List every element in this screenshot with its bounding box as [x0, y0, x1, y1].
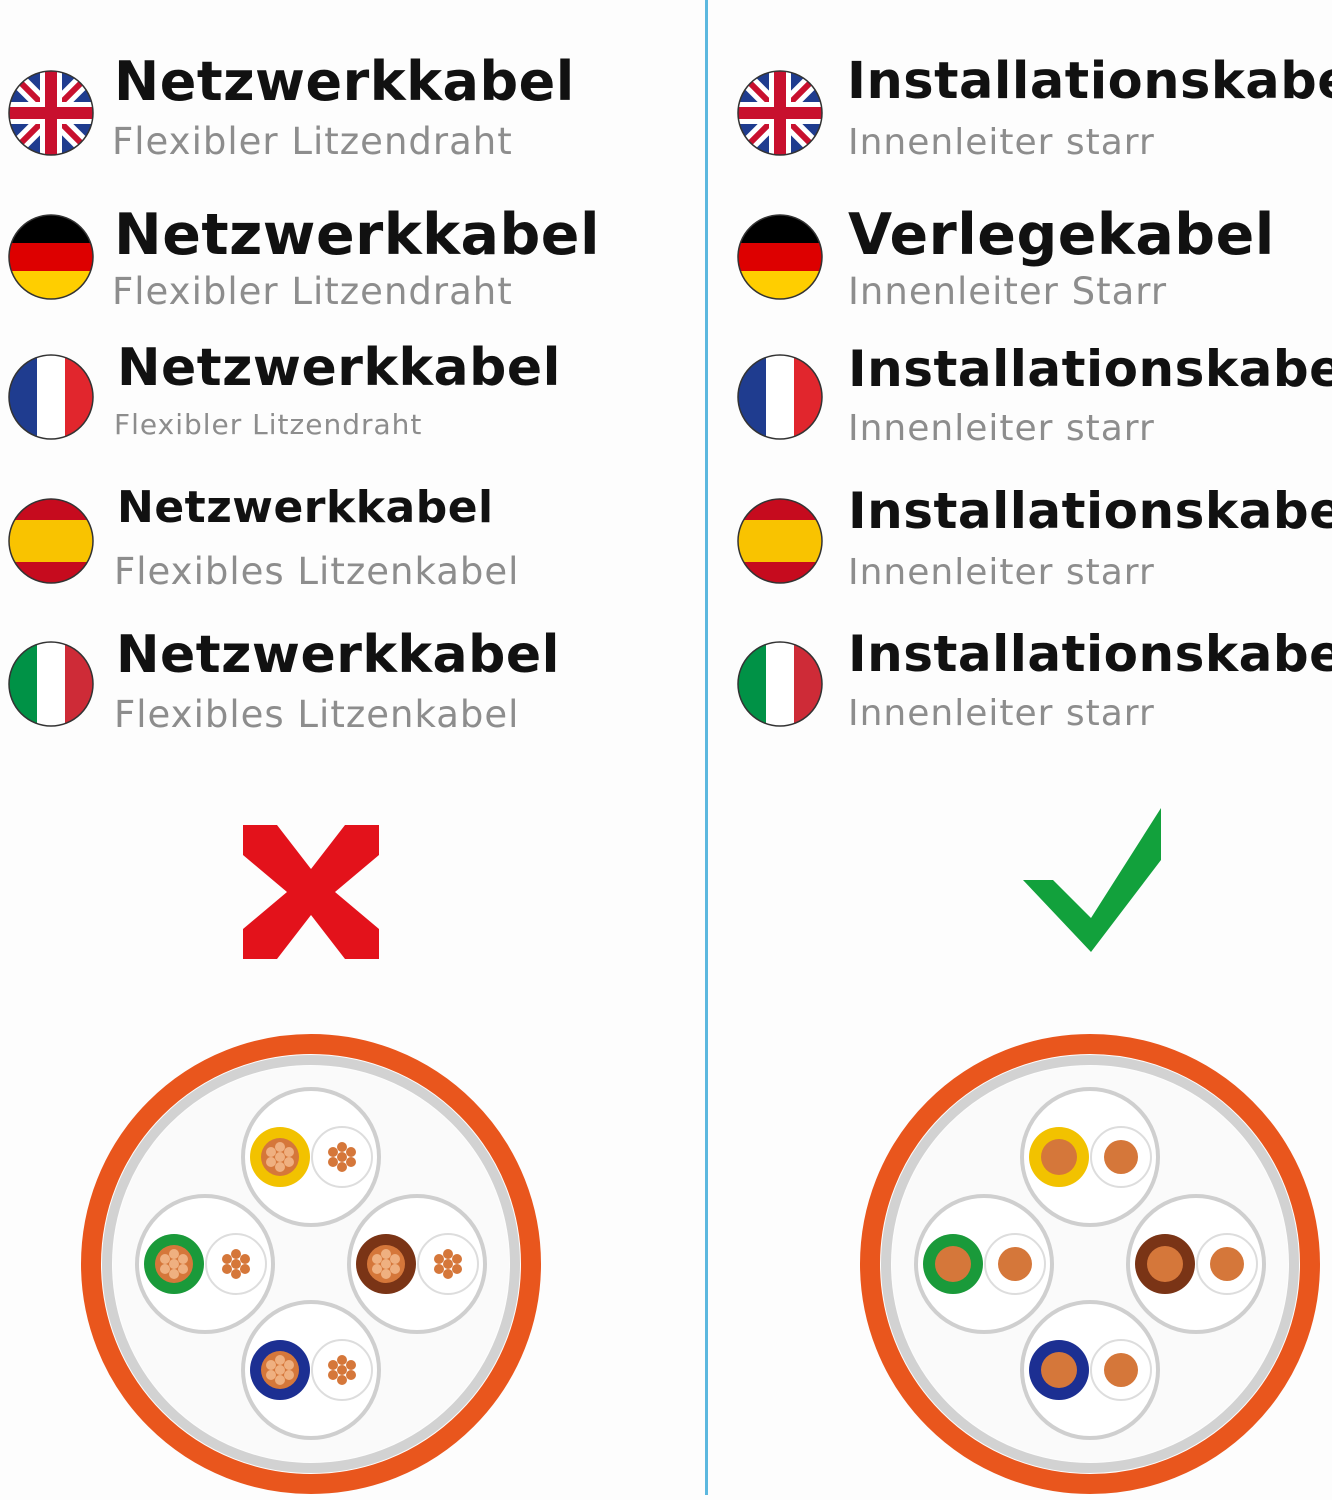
- france-flag-icon: [8, 354, 94, 440]
- row-subtitle: Flexibler Litzendraht: [114, 408, 423, 441]
- right-column-solid: Installationskabel Innenleiter starr Ver…: [709, 0, 1332, 1500]
- row-subtitle: Flexibler Litzendraht: [112, 270, 513, 313]
- row-spanish: Netzwerkkabel Flexibles Litzenkabel: [0, 482, 704, 593]
- row-title: Netzwerkkabel: [117, 338, 561, 398]
- spain-flag-icon: [737, 498, 823, 584]
- column-divider: [705, 0, 708, 1495]
- row-subtitle: Flexibler Litzendraht: [112, 120, 513, 163]
- row-title: Netzwerkkabel: [114, 50, 575, 113]
- germany-flag-icon: [737, 214, 823, 300]
- row-french: Netzwerkkabel Flexibler Litzendraht: [0, 338, 704, 448]
- row-german: Netzwerkkabel Flexibler Litzendraht: [0, 200, 704, 313]
- row-title: Installationskabel: [848, 340, 1332, 398]
- cross-icon: [243, 825, 379, 963]
- row-english: Netzwerkkabel Flexibler Litzendraht: [0, 50, 704, 163]
- row-title: Netzwerkkabel: [116, 625, 560, 685]
- row-title: Installationskabel: [848, 625, 1332, 683]
- row-subtitle: Flexibles Litzenkabel: [114, 693, 520, 736]
- italy-flag-icon: [737, 641, 823, 727]
- france-flag-icon: [737, 354, 823, 440]
- row-german: Verlegekabel Innenleiter Starr: [709, 200, 1332, 313]
- germany-flag-icon: [8, 214, 94, 300]
- row-spanish: Installationskabel Innenleiter starr: [709, 482, 1332, 593]
- row-french: Installationskabel Innenleiter starr: [709, 340, 1332, 450]
- row-subtitle: Innenleiter starr: [848, 122, 1155, 163]
- uk-flag-icon: [8, 70, 94, 156]
- left-column-stranded: Netzwerkkabel Flexibler Litzendraht Netz…: [0, 50, 704, 1499]
- row-subtitle: Innenleiter starr: [848, 408, 1155, 449]
- row-subtitle: Innenleiter Starr: [848, 270, 1168, 313]
- italy-flag-icon: [8, 641, 94, 727]
- row-title: Installationskabel: [847, 52, 1332, 111]
- stranded-cable-cross-section: [80, 1033, 542, 1499]
- uk-flag-icon: [737, 70, 823, 156]
- row-title: Netzwerkkabel: [117, 482, 494, 533]
- row-subtitle: Innenleiter starr: [848, 693, 1155, 734]
- row-title: Netzwerkkabel: [114, 202, 600, 268]
- solid-cable-cross-section: [859, 1033, 1321, 1499]
- row-italian: Installationskabel Innenleiter starr: [709, 625, 1332, 735]
- row-subtitle: Flexibles Litzenkabel: [114, 550, 520, 593]
- row-subtitle: Innenleiter starr: [848, 552, 1155, 593]
- row-english: Installationskabel Innenleiter starr: [709, 52, 1332, 163]
- check-icon: [1023, 808, 1161, 958]
- row-italian: Netzwerkkabel Flexibles Litzenkabel: [0, 625, 704, 736]
- spain-flag-icon: [8, 498, 94, 584]
- row-title: Verlegekabel: [848, 202, 1275, 268]
- row-title: Installationskabel: [848, 482, 1332, 540]
